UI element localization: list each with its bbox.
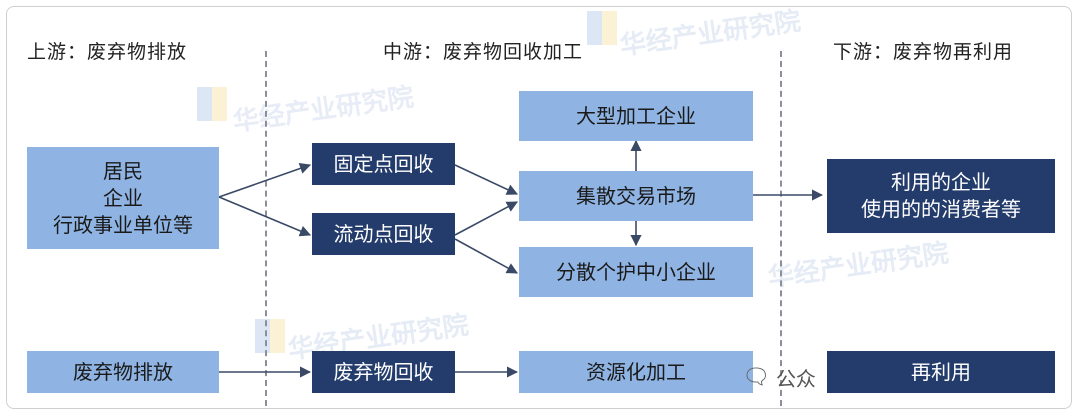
node-trading-market: 集散交易市场 — [519, 171, 753, 221]
connector-arrows — [218, 139, 824, 378]
arrow-fixed-to-market — [454, 164, 519, 195]
node-recycling: 废弃物回收 — [312, 351, 455, 393]
node-sources-line-3: 行政事业单位等 — [53, 212, 193, 237]
node-reuse: 再利用 — [827, 351, 1055, 393]
node-users: 利用的企业 使用的的消费者等 — [827, 159, 1055, 233]
node-discharge: 废弃物排放 — [27, 351, 219, 393]
node-sources-line-1: 居民 — [103, 158, 143, 183]
stage-title-upstream: 上游：废弃物排放 — [27, 41, 188, 63]
stage-title-downstream: 下游：废弃物再利用 — [833, 41, 1014, 63]
wechat-account-text: 公众 — [775, 367, 816, 391]
wechat-icon: 🗨 — [742, 365, 770, 390]
arrow-sources-to-fixed — [218, 163, 312, 198]
node-users-line-2: 使用的的消费者等 — [861, 197, 1021, 221]
node-fixed-point: 固定点回收 — [312, 143, 455, 185]
watermark-logo — [587, 11, 617, 45]
node-users-line-1: 利用的企业 — [891, 170, 991, 194]
watermark-logo — [197, 87, 227, 121]
node-large-processing: 大型加工企业 — [519, 91, 753, 141]
node-sources: 居民 企业 行政事业单位等 — [27, 147, 219, 249]
diagram-frame: 华经产业研究院 华经产业研究院 华经产业研究院 华经产业研究院 上游：废弃物排放… — [6, 6, 1072, 409]
divider-upstream-midstream — [265, 51, 267, 406]
arrow-mobile-to-market — [454, 201, 518, 236]
node-sources-line-2: 企业 — [103, 185, 143, 210]
node-resource-processing: 资源化加工 — [519, 351, 753, 393]
arrow-sources-to-mobile — [218, 196, 312, 237]
arrow-mobile-to-small — [454, 238, 518, 274]
stage-title-midstream: 中游：废弃物回收加工 — [383, 41, 584, 63]
watermark-logo — [255, 319, 285, 353]
divider-midstream-downstream — [780, 51, 782, 406]
node-mobile-point: 流动点回收 — [312, 213, 455, 255]
wechat-watermark: 🗨 公众 — [742, 363, 816, 392]
node-small-enterprises: 分散个护中小企业 — [519, 247, 753, 297]
